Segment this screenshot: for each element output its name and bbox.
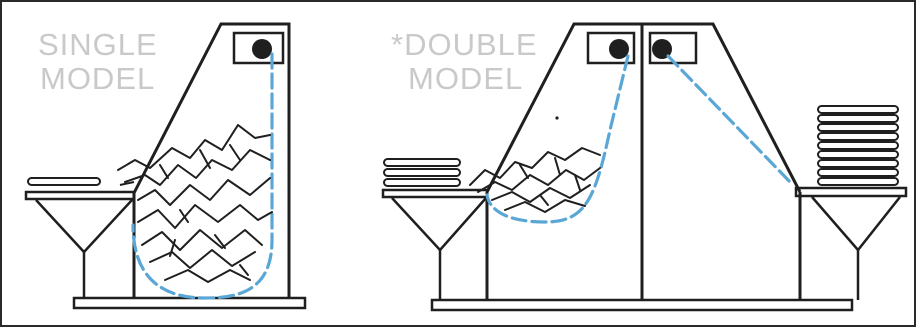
single-housing	[132, 22, 291, 298]
single-stack-item	[27, 177, 101, 186]
single-roller	[252, 39, 272, 59]
double-left-table	[381, 188, 489, 199]
double-right-table	[794, 186, 908, 198]
single-laundry-pile	[117, 124, 273, 283]
double-motor-box-left	[586, 31, 636, 65]
single-hopper	[35, 199, 133, 254]
double-laundry-pile	[469, 147, 601, 213]
single-table	[24, 190, 136, 201]
double-model-title-line1: *DOUBLE	[391, 27, 538, 62]
single-model-title-line1: SINGLE	[38, 27, 158, 62]
double-model-title-line2: MODEL	[408, 61, 524, 96]
speck	[555, 116, 559, 120]
double-left-hopper	[391, 197, 487, 252]
double-base	[430, 298, 854, 312]
double-right-hopper	[811, 196, 901, 252]
single-model-title-line2: MODEL	[40, 61, 156, 96]
single-motor-box	[232, 31, 285, 65]
double-model-machine	[381, 22, 908, 312]
single-base	[72, 296, 307, 310]
double-dashed-path-right	[666, 54, 795, 187]
double-dashed-path-left	[485, 54, 630, 224]
double-right-stack	[817, 105, 899, 114]
single-dashed-path	[131, 52, 274, 300]
double-roller-right	[652, 39, 672, 59]
double-roller-left	[609, 39, 629, 59]
